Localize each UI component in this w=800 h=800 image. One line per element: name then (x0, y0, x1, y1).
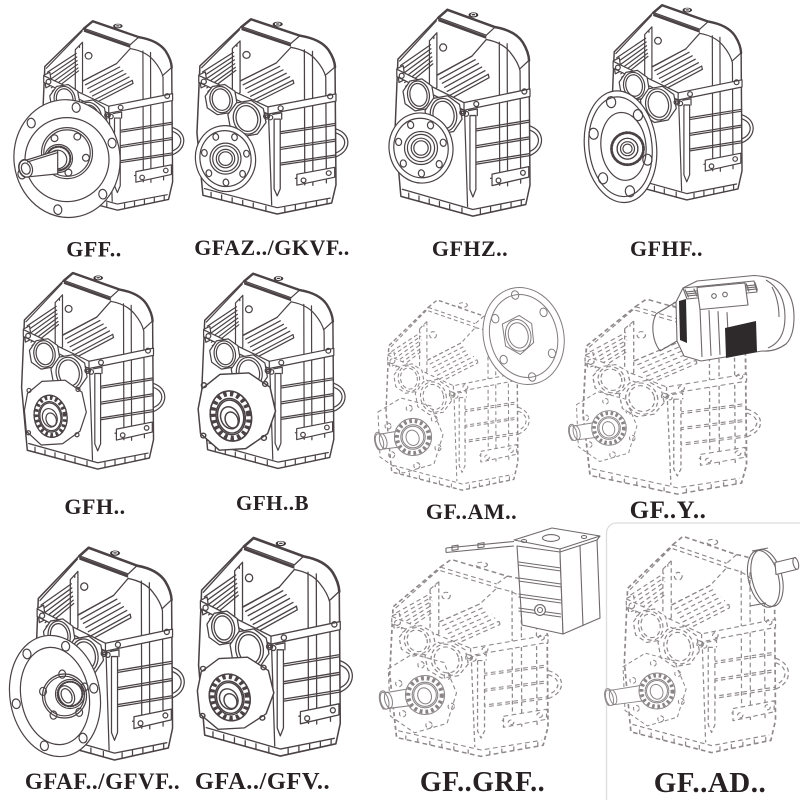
svg-text:GF..GRF..: GF..GRF.. (420, 767, 545, 798)
svg-text:GFA../GFV..: GFA../GFV.. (195, 768, 330, 795)
svg-text:GF..AM..: GF..AM.. (426, 499, 517, 524)
svg-text:GFHZ..: GFHZ.. (432, 236, 508, 261)
svg-text:GF..AD..: GF..AD.. (654, 767, 767, 799)
svg-text:GF..Y..: GF..Y.. (630, 497, 707, 524)
svg-text:GFHF..: GFHF.. (630, 236, 703, 261)
svg-text:GFAF../GFVF..: GFAF../GFVF.. (25, 769, 180, 794)
svg-text:GFH..B: GFH..B (236, 491, 309, 515)
svg-text:GFH..: GFH.. (64, 494, 125, 519)
svg-text:GFAZ../GKVF..: GFAZ../GKVF.. (194, 235, 350, 260)
svg-text:GFF..: GFF.. (66, 237, 121, 262)
